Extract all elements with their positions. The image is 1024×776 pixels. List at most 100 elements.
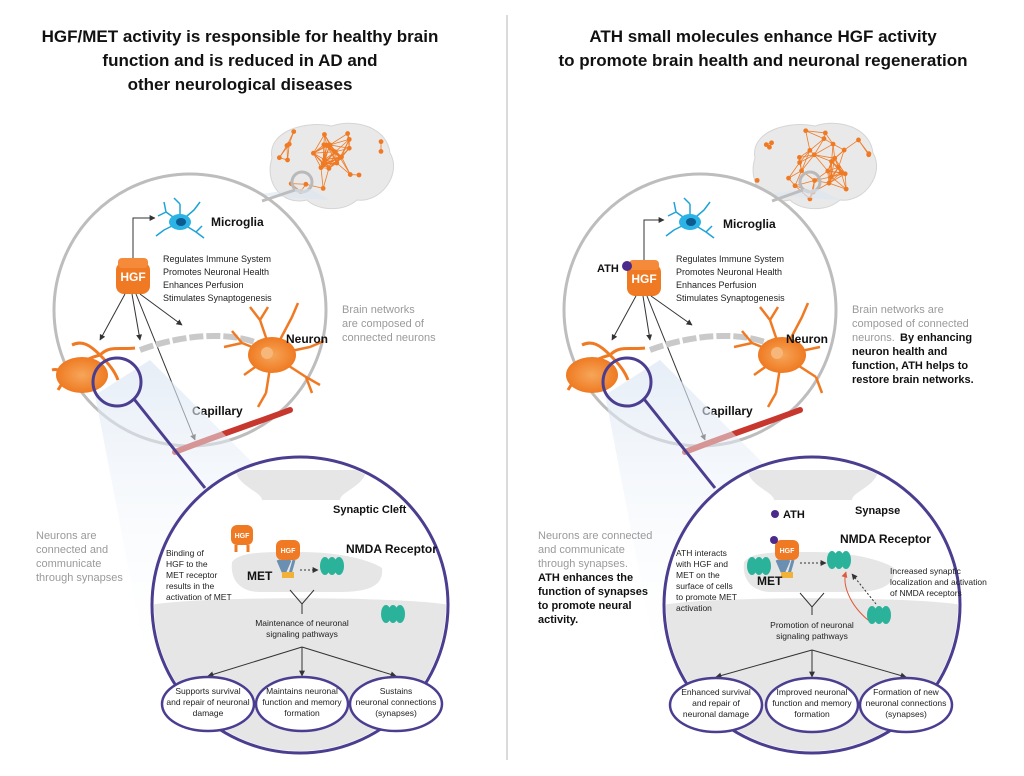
brain-network-node bbox=[842, 171, 848, 177]
axon bbox=[138, 332, 264, 353]
outcome-3-line-3: (synapses) bbox=[375, 708, 417, 718]
neuron-label: Neuron bbox=[286, 332, 328, 346]
neurons-right-bold-1: ATH enhances the bbox=[538, 572, 633, 584]
binding-line-1: Binding of bbox=[166, 548, 204, 558]
binding-line-4: results in the bbox=[166, 581, 214, 591]
microglia-label-right: Microglia bbox=[723, 217, 776, 231]
hgf-molecule-icon bbox=[116, 258, 150, 294]
hgf-function-4: Stimulates Synaptogenesis bbox=[163, 293, 272, 303]
interacts-line-6: activation bbox=[676, 603, 712, 613]
maintenance-line-1: Maintenance of neuronal bbox=[255, 618, 349, 628]
interacts-line-4: surface of cells bbox=[676, 581, 733, 591]
microglia-icon-right bbox=[665, 197, 715, 239]
brain-network-link bbox=[814, 143, 834, 156]
synapse-zoom-circle bbox=[91, 356, 143, 408]
brain-network-node bbox=[825, 168, 831, 174]
hgf-met-complex-icon bbox=[276, 540, 300, 578]
brain-network-link bbox=[794, 170, 802, 186]
brain-network-node bbox=[754, 177, 760, 183]
interacts-line-2: with HGF and bbox=[675, 559, 728, 569]
hgf-function-2: Promotes Neuronal Health bbox=[163, 267, 269, 277]
nmda-recycle-arrow bbox=[841, 571, 869, 621]
hgf-molecule-icon-right bbox=[627, 260, 661, 296]
brain-network-link bbox=[799, 154, 815, 158]
hgf-small-molecule-icon bbox=[231, 525, 253, 552]
outcome-bubble-right-3 bbox=[858, 676, 954, 734]
right-title-line-2: to promote brain health and neuronal reg… bbox=[559, 51, 968, 70]
brain-network-node bbox=[324, 142, 330, 148]
hgf-function-3: Enhances Perfusion bbox=[163, 280, 244, 290]
capillary-label: Capillary bbox=[192, 404, 243, 418]
brain-network-node bbox=[826, 180, 832, 186]
brain-network-node bbox=[318, 165, 324, 171]
neurons-connected-line-1: Neurons are bbox=[36, 530, 97, 542]
neuron-icon-right bbox=[733, 302, 824, 408]
synapse-zoom-connector-right bbox=[642, 398, 717, 489]
brain-network-node bbox=[786, 175, 791, 181]
nmda-receptor-icon-2 bbox=[381, 605, 405, 623]
neurons-right-bold-2: function of synapses bbox=[538, 586, 648, 598]
left-title-line-1: HGF/MET activity is responsible for heal… bbox=[42, 27, 439, 46]
brain-network-link bbox=[313, 151, 336, 154]
outcome-right-2-line-2: function and memory bbox=[772, 698, 852, 708]
interacts-line-3: MET on the bbox=[676, 570, 720, 580]
brain-network-link bbox=[814, 176, 832, 181]
hgf-arrow-mid-right bbox=[642, 295, 653, 341]
neuron-icon bbox=[223, 302, 325, 408]
outcome-bubble-3 bbox=[348, 675, 444, 733]
brain-network-node bbox=[799, 168, 804, 174]
brain-network-node bbox=[291, 129, 297, 135]
outcome-bubble-2 bbox=[254, 675, 350, 733]
brain-network-node bbox=[792, 183, 798, 189]
brain-network-link bbox=[828, 167, 839, 184]
zoom-connector bbox=[261, 188, 296, 203]
brain-network-link bbox=[336, 162, 351, 175]
capillary-label-right: Capillary bbox=[702, 404, 753, 418]
brain-network-link bbox=[329, 133, 348, 146]
nmda-label-right: NMDA Receptor bbox=[840, 532, 931, 546]
brain-network-node bbox=[276, 155, 282, 161]
brain-network-node bbox=[829, 159, 834, 164]
neuron-label-right: Neuron bbox=[786, 332, 828, 346]
hgf-small-label-1: HGF bbox=[235, 533, 251, 540]
brain-network-link bbox=[843, 139, 859, 151]
brain-network-link bbox=[801, 154, 815, 171]
neurons-right-bold-4: activity. bbox=[538, 614, 578, 626]
synapse-zoom-beam-right bbox=[605, 360, 770, 680]
brain-network-link bbox=[305, 183, 324, 189]
merge-arrow bbox=[289, 589, 315, 614]
brain-network-link bbox=[320, 162, 337, 169]
hgf-label-right: HGF bbox=[631, 272, 656, 286]
brain-network-node bbox=[841, 147, 847, 153]
brain-network-link bbox=[801, 150, 811, 171]
neurons-connected-line-3: communicate bbox=[36, 558, 101, 570]
ath-molecule-icon bbox=[622, 261, 632, 271]
zoom-beam-right bbox=[765, 189, 840, 200]
brain-network-node bbox=[339, 154, 344, 160]
brain-networks-right-line-3: neurons. bbox=[852, 332, 895, 344]
brain-network-link bbox=[814, 154, 835, 159]
nmda-receptor-icon-lower-right bbox=[867, 606, 891, 624]
brain-network-node bbox=[836, 164, 841, 170]
hgf-function-right-4: Stimulates Synaptogenesis bbox=[676, 293, 785, 303]
brain-network-node bbox=[310, 150, 316, 156]
brain-network-link bbox=[335, 139, 350, 153]
brain-network-icon-right bbox=[752, 122, 878, 210]
brain-network-link bbox=[831, 144, 834, 162]
outcome-right-1-line-1: Enhanced survival bbox=[681, 687, 751, 697]
brain-network-link bbox=[828, 173, 846, 184]
brain-network-node bbox=[828, 174, 834, 180]
brain-network-node bbox=[346, 136, 352, 142]
maintenance-line-2: signaling pathways bbox=[266, 629, 338, 639]
hgf-function-1: Regulates Immune System bbox=[163, 254, 271, 264]
brain-network-node bbox=[320, 185, 326, 191]
right-panel: ATH small molecules enhance HGF activity… bbox=[538, 27, 987, 755]
brain-network-link bbox=[828, 182, 847, 190]
brain-network-node bbox=[803, 128, 809, 134]
ath-molecule-icon-3 bbox=[770, 536, 778, 544]
ath-molecule-icon-2 bbox=[771, 510, 779, 518]
outcome-arrow-right-3 bbox=[811, 649, 907, 679]
brain-network-node bbox=[821, 136, 827, 142]
brain-network-link bbox=[838, 149, 845, 168]
left-neuron-icon bbox=[51, 341, 136, 393]
